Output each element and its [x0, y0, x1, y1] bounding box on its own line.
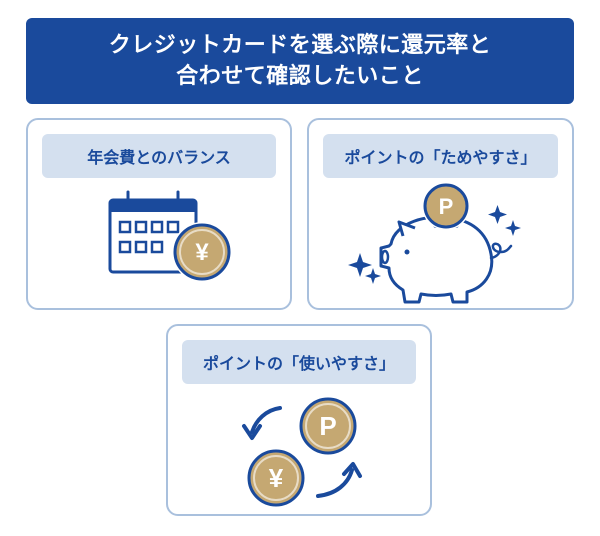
sparkle-icon [488, 205, 507, 224]
yen-symbol: ¥ [269, 463, 284, 493]
sparkle-icon [505, 220, 521, 236]
card-label: ポイントの「使いやすさ」 [182, 340, 416, 384]
sparkle-icon [365, 268, 381, 284]
card-ease-of-earning-points: ポイントの「ためやすさ」 P [307, 118, 574, 310]
card-label: 年会費とのバランス [42, 134, 276, 178]
card-label: ポイントの「ためやすさ」 [323, 134, 558, 178]
header-title: クレジットカードを選ぶ際に還元率と 合わせて確認したいこと [108, 33, 492, 89]
piggy-bank-coin-icon: P [348, 182, 521, 304]
header-banner: クレジットカードを選ぶ際に還元率と 合わせて確認したいこと [26, 18, 574, 104]
sparkle-icon [348, 253, 372, 277]
point-symbol: P [439, 194, 454, 219]
point-symbol: P [319, 411, 336, 441]
card-ease-of-using-points: ポイントの「使いやすさ」 P ¥ [166, 324, 432, 516]
calendar-yen-icon: ¥ [108, 190, 232, 282]
card-annual-fee-balance: 年会費とのバランス ¥ [26, 118, 292, 310]
point-yen-exchange-icon: P ¥ [242, 396, 362, 508]
yen-symbol: ¥ [195, 239, 209, 266]
